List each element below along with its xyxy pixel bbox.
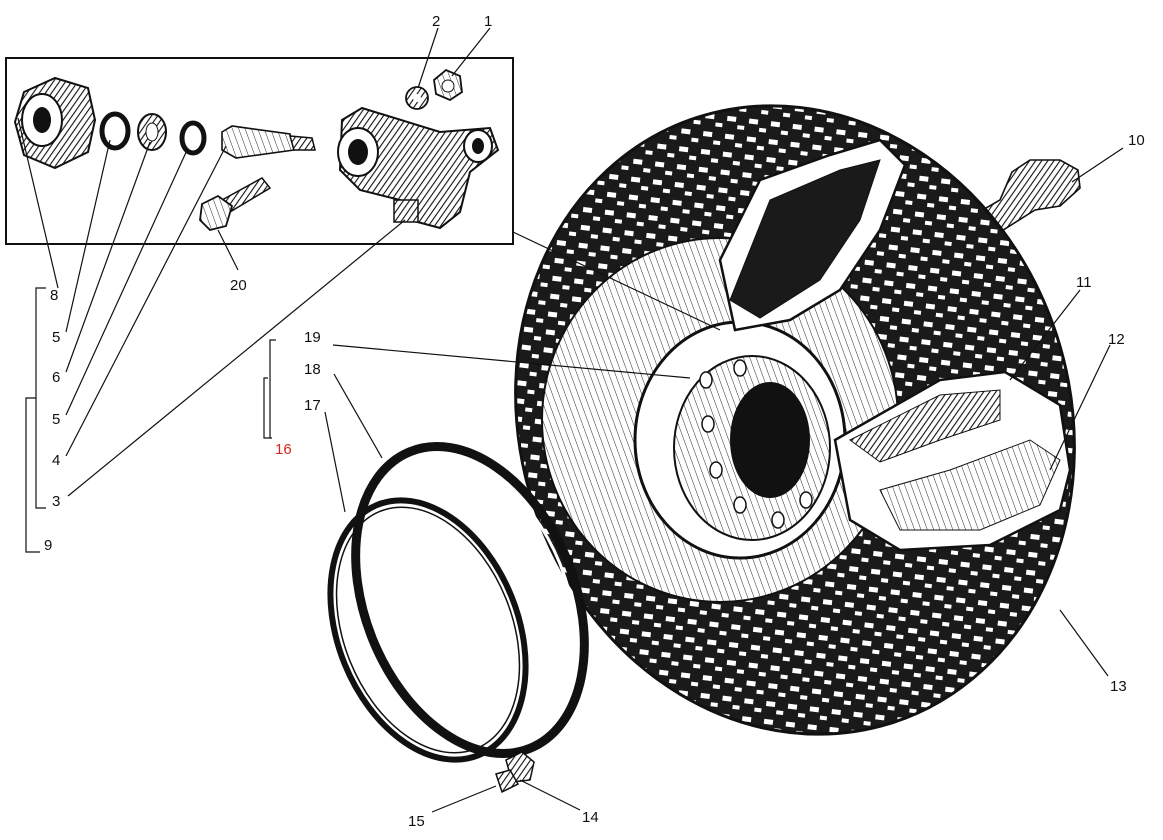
hub-hole <box>730 382 810 498</box>
label-14: 14 <box>582 809 599 826</box>
label-5b: 5 <box>52 411 60 428</box>
valve-stem-part <box>221 125 316 159</box>
lock-ring-18 <box>351 442 589 758</box>
label-17: 17 <box>304 397 321 414</box>
label-19: 19 <box>304 329 321 346</box>
label-5a: 5 <box>52 329 60 346</box>
label-3: 3 <box>52 493 60 510</box>
label-8: 8 <box>50 287 58 304</box>
clamp-part-15 <box>495 769 520 794</box>
label-13: 13 <box>1110 678 1127 695</box>
label-2: 2 <box>432 13 440 30</box>
valve-body-part <box>337 106 500 230</box>
leader-lines <box>17 27 1124 813</box>
label-18: 18 <box>304 361 321 378</box>
tire-assembly <box>514 104 1076 736</box>
washer-part <box>99 111 131 151</box>
label-12: 12 <box>1108 331 1125 348</box>
label-16: 16 <box>275 441 292 458</box>
label-20: 20 <box>230 277 247 294</box>
callout-labels: 1 2 8 5 6 5 4 3 9 20 10 11 12 13 14 15 1… <box>44 13 1145 830</box>
rim-bolt-holes <box>699 359 813 529</box>
label-9: 9 <box>44 537 52 554</box>
inset-frame <box>5 57 514 245</box>
washer-part-2 <box>179 120 207 156</box>
label-11: 11 <box>1076 274 1092 291</box>
hex-nut-part <box>13 76 97 170</box>
label-1: 1 <box>484 13 492 30</box>
small-washer-part <box>405 86 429 110</box>
valve-inset <box>5 57 514 245</box>
label-15: 15 <box>408 813 425 830</box>
label-10: 10 <box>1128 132 1145 149</box>
seal-ring-part <box>137 113 167 151</box>
label-6: 6 <box>52 369 60 386</box>
bolt-part <box>199 177 272 231</box>
label-4: 4 <box>52 452 60 469</box>
small-nut-part <box>433 68 463 102</box>
side-ring-17 <box>327 497 529 763</box>
